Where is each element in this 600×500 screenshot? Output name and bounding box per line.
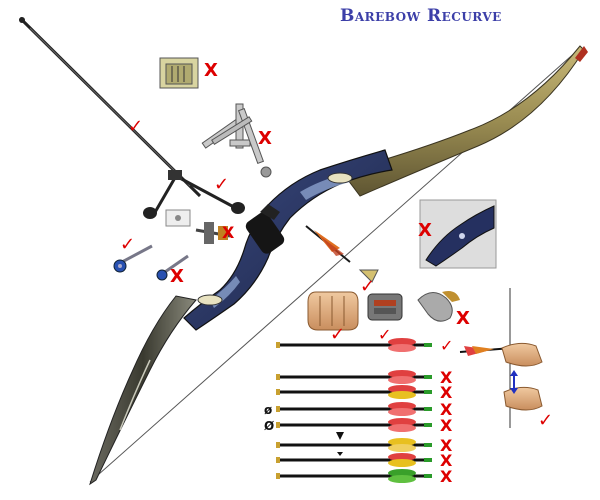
arrow-mark-cross-icon: X (440, 436, 453, 455)
arrow-mark-cross-icon: X (440, 400, 453, 419)
arrow-fletching (388, 418, 416, 426)
diagram-title: Barebow Recurve (340, 6, 502, 26)
string-walking (459, 288, 543, 428)
arrow-fletching (388, 338, 416, 346)
arrow-nock (424, 343, 432, 347)
arrow-mark-cross-icon: X (440, 451, 453, 470)
clicker (165, 209, 191, 227)
plunger-detail-inset (419, 199, 497, 269)
arrow-point (276, 406, 280, 412)
arrow-row (276, 438, 432, 452)
equipment-mark-cross-icon: X (170, 266, 184, 287)
arrow-fletching (388, 370, 416, 378)
quiver (159, 57, 199, 89)
sight (201, 103, 272, 178)
arrow-fletching (388, 402, 416, 410)
arrow-nock (424, 443, 432, 447)
arrow-fletching (388, 424, 416, 432)
arrow-mark-cross-icon: X (440, 416, 453, 435)
release-aid (417, 291, 460, 322)
arrow-point (276, 422, 280, 428)
equipment-mark-cross-icon: X (258, 128, 272, 149)
arrow-row (276, 453, 432, 467)
equipment-mark-check-icon: ✓ (538, 410, 553, 431)
arrow-row (276, 338, 432, 352)
arrow-comparison-list: øØ (264, 338, 432, 483)
equipment-mark-check-icon: ✓ (330, 324, 345, 345)
stabilizer-assembly (18, 16, 245, 219)
diameter-note: ø (264, 403, 272, 417)
arrow-point (276, 442, 280, 448)
arrow-mark-cross-icon: X (440, 467, 453, 486)
arrow-fletching (388, 475, 416, 483)
triangle-marker-small-icon (337, 452, 343, 456)
arrow-mark-check-icon: ✓ (440, 336, 453, 355)
rest-bracket (195, 222, 231, 244)
arrow-row (276, 385, 432, 399)
arrow-point (276, 342, 280, 348)
arrow-nock (424, 375, 432, 379)
inset-cross-icon: X (418, 220, 432, 241)
equipment-mark-check-icon: ✓ (128, 116, 143, 137)
upper-limb (341, 45, 588, 197)
arrow-fletching (388, 408, 416, 416)
arrow-fletching (388, 453, 416, 461)
arrow-row: ø (264, 402, 432, 417)
arrow-nock (424, 390, 432, 394)
finger-tab (307, 291, 359, 331)
triangle-marker-icon (336, 432, 344, 440)
arrow-fletching (388, 438, 416, 446)
arrow-nock (424, 458, 432, 462)
equipment-mark-cross-icon: X (204, 60, 218, 81)
equipment-mark-check-icon: ✓ (120, 234, 135, 255)
arrow-mark-cross-icon: X (440, 383, 453, 402)
arrow-fletching (388, 444, 416, 452)
arrow-point (276, 374, 280, 380)
leather-tab-check-icon: ✓ (378, 325, 391, 344)
equipment-mark-cross-icon: X (222, 223, 235, 242)
arrow-mark-cross-icon: X (440, 368, 453, 387)
arrow-row (276, 469, 432, 483)
arrow-nock (424, 474, 432, 478)
plunger-button (113, 244, 153, 273)
arrow-point (276, 457, 280, 463)
equipment-mark-check-icon: ✓ (360, 276, 375, 297)
arrow-fletching (388, 376, 416, 384)
lower-limb (89, 295, 197, 486)
arrow-fletching (388, 344, 416, 352)
equipment-mark-check-icon: ✓ (214, 174, 229, 195)
arrow-point (276, 473, 280, 479)
diameter-note: Ø (264, 419, 274, 433)
arrow-fletching (388, 469, 416, 477)
arrow-nock (424, 423, 432, 427)
arrow-rest (305, 225, 379, 283)
arrow-nock (424, 407, 432, 411)
equipment-mark-cross-icon: X (456, 308, 470, 329)
arrow-fletching (388, 391, 416, 399)
arrow-point (276, 389, 280, 395)
arrow-fletching (388, 459, 416, 467)
arrow-fletching (388, 385, 416, 393)
arrow-row: Ø (264, 418, 432, 433)
arrow-row (276, 370, 432, 384)
leather-tab (367, 293, 403, 321)
riser (183, 149, 393, 331)
side-weight (156, 254, 189, 281)
